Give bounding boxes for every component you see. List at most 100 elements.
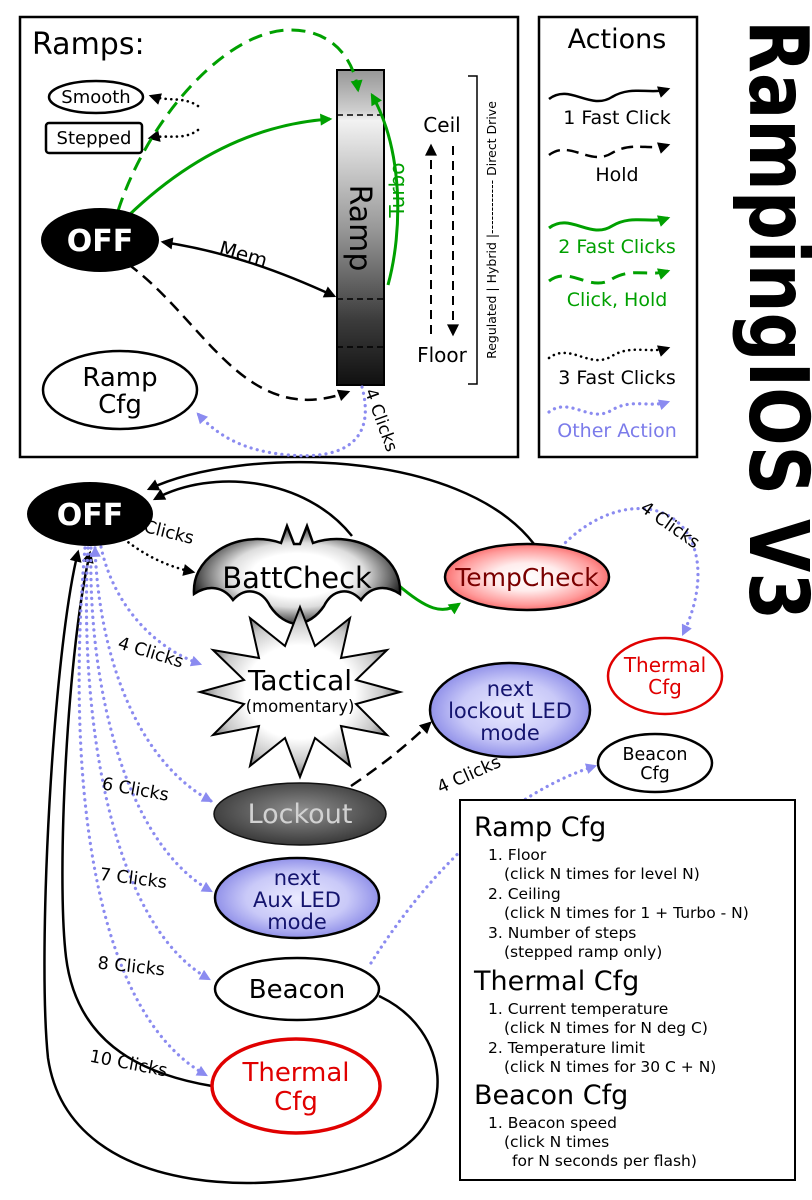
arrow-battcheck-to-off bbox=[152, 480, 353, 537]
smooth-label: Smooth bbox=[61, 87, 130, 108]
ramp-cfg-label-1: Ramp bbox=[82, 363, 157, 393]
arrow-off-auxled-7clicks bbox=[89, 546, 213, 893]
aux-led-label-1: next bbox=[274, 866, 321, 890]
battcheck-label: BattCheck bbox=[222, 561, 372, 595]
arrow-tempcheck-to-off bbox=[146, 460, 535, 545]
config-line: for N seconds per flash) bbox=[512, 1152, 697, 1170]
label-4-clicks-tactical: 4 Clicks bbox=[115, 634, 185, 673]
legend-arrow-3-fast-clicks bbox=[547, 345, 671, 362]
legend-label-click-hold: Click, Hold bbox=[567, 289, 668, 311]
config-line: 3. Number of steps bbox=[488, 924, 636, 942]
turbo-label: Turbo bbox=[385, 162, 409, 218]
off-node bbox=[27, 482, 153, 546]
arrow-off-beacon-8clicks bbox=[84, 546, 211, 981]
label-7-clicks: 7 Clicks bbox=[99, 865, 168, 893]
actions-panel-border bbox=[537, 15, 699, 459]
beacon-cfg-label-2: Cfg bbox=[640, 764, 670, 784]
arrow-ramp-cfg-4clicks bbox=[196, 385, 367, 458]
lockout-led-label-1: next bbox=[487, 677, 534, 701]
aux-led-mode-node bbox=[213, 856, 381, 940]
lockout-node bbox=[213, 782, 387, 846]
smooth-node bbox=[47, 79, 145, 115]
config-line: (click N times for 1 + Turbo - N) bbox=[504, 904, 749, 922]
thermal-cfg-node-bottom bbox=[210, 1037, 382, 1135]
tempcheck-label: TempCheck bbox=[454, 563, 599, 592]
off-node-ramps bbox=[41, 208, 159, 272]
config-line: 1. Beacon speed bbox=[488, 1114, 617, 1132]
floor-label: Floor bbox=[417, 343, 468, 367]
arrow-off-ceiling-2clicks bbox=[125, 113, 333, 219]
legend-label-3-fast-clicks: 3 Fast Clicks bbox=[558, 367, 676, 389]
arrow-off-battcheck-3clicks bbox=[122, 537, 196, 576]
label-8-clicks: 8 Clicks bbox=[97, 954, 166, 981]
config-heading-ramp: Ramp Cfg bbox=[474, 812, 606, 843]
config-line: (click N times bbox=[504, 1133, 609, 1151]
config-info-box-border bbox=[459, 799, 796, 1181]
config-info-box: Ramp Cfg 1. Floor (click N times for lev… bbox=[459, 799, 796, 1181]
beacon-label: Beacon bbox=[249, 975, 345, 1005]
thermal-cfg-node-right bbox=[606, 636, 724, 716]
beacon-node bbox=[213, 956, 381, 1022]
thermal-cfg-bottom-label-1: Thermal bbox=[241, 1058, 349, 1088]
ramp-bar-label: Ramp bbox=[342, 185, 377, 272]
legend-arrow-hold bbox=[548, 142, 671, 159]
beacon-cfg-node bbox=[596, 732, 714, 794]
arrow-off-thermalcfg-10clicks bbox=[77, 546, 208, 1077]
arrow-toggle-stepped bbox=[147, 128, 200, 142]
arrow-toggle-smooth bbox=[148, 93, 200, 108]
config-line: 1. Floor bbox=[488, 846, 547, 864]
legend-arrow-1-fast-click bbox=[548, 86, 671, 103]
arrow-tempcheck-thermalcfg-4clicks bbox=[559, 507, 700, 636]
arrow-off-lockout-6clicks bbox=[89, 545, 213, 803]
tactical-label-1: Tactical bbox=[247, 664, 352, 697]
off-label-ramps: OFF bbox=[67, 224, 134, 259]
tactical-label-2: (momentary) bbox=[246, 697, 355, 716]
config-line: (click N times for 30 C + N) bbox=[504, 1058, 716, 1076]
config-line: (stepped ramp only) bbox=[504, 943, 662, 961]
ramps-panel: Ramps: Smooth Stepped Ramp Turbo Mem 4 C… bbox=[18, 15, 520, 459]
arrow-ramp-turbo bbox=[370, 92, 400, 286]
beacon-cfg-label-1: Beacon bbox=[623, 745, 688, 765]
off-label: OFF bbox=[57, 498, 124, 533]
actions-panel: Actions 1 Fast Click Hold 2 Fast Clicks … bbox=[537, 15, 699, 459]
aux-led-label-2: Aux LED bbox=[253, 888, 341, 912]
ramps-panel-title: Ramps: bbox=[32, 27, 145, 62]
config-line: (click N times for N deg C) bbox=[504, 1019, 708, 1037]
ceil-label: Ceil bbox=[423, 113, 460, 137]
thermal-cfg-right-label-1: Thermal bbox=[623, 653, 706, 677]
legend-arrow-other-action bbox=[547, 399, 671, 416]
page-title: RampingIOS V3 bbox=[730, 20, 812, 620]
thermal-cfg-right-label-2: Cfg bbox=[648, 675, 682, 699]
arrow-battcheck-tempcheck-2clicks bbox=[396, 582, 461, 615]
label-4-clicks-thermal: 4 Clicks bbox=[636, 498, 703, 553]
ramp-cfg-label-2: Cfg bbox=[98, 390, 142, 420]
config-heading-beacon: Beacon Cfg bbox=[474, 1080, 628, 1111]
lockout-label: Lockout bbox=[248, 799, 353, 830]
legend-label-hold: Hold bbox=[595, 164, 638, 186]
arrow-off-turbo-click-hold bbox=[116, 28, 363, 212]
config-line: 2. Ceiling bbox=[488, 885, 561, 903]
config-line: 1. Current temperature bbox=[488, 1000, 668, 1018]
ramp-bar bbox=[336, 69, 385, 386]
legend-label-1-fast-click: 1 Fast Click bbox=[563, 107, 671, 129]
label-10-clicks: 10 Clicks bbox=[88, 1047, 169, 1082]
stepped-node bbox=[44, 121, 144, 155]
arrow-off-floor-hold bbox=[127, 262, 351, 401]
regulation-bracket bbox=[468, 75, 478, 385]
legend-label-other-action: Other Action bbox=[557, 420, 677, 442]
arrow-beacon-to-off-loop bbox=[43, 549, 439, 1185]
label-4-clicks-beacon: 4 Clicks bbox=[434, 752, 504, 798]
config-heading-thermal: Thermal Cfg bbox=[473, 966, 639, 997]
tactical-node bbox=[196, 604, 404, 780]
lockout-led-label-3: mode bbox=[480, 721, 540, 745]
actions-panel-title: Actions bbox=[568, 24, 667, 55]
aux-led-label-3: mode bbox=[267, 910, 327, 934]
label-3-clicks: 3 Clicks bbox=[126, 513, 196, 549]
config-line: 2. Temperature limit bbox=[488, 1039, 645, 1057]
arrow-lockout-ledmode-hold bbox=[350, 721, 432, 788]
legend-arrow-2-fast-clicks bbox=[548, 215, 671, 232]
ramp-cfg-node bbox=[41, 349, 199, 431]
tempcheck-node bbox=[443, 542, 611, 612]
